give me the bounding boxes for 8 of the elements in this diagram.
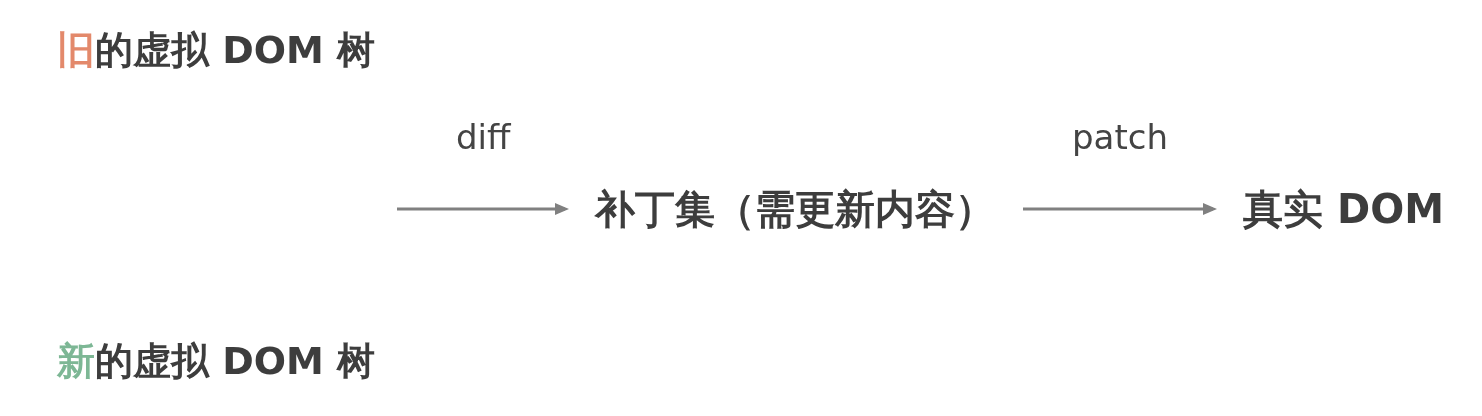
node-text: 真实 DOM [1243,186,1444,232]
arrow [1023,203,1217,215]
edge-label: diff [456,117,511,157]
edge-label: patch [1072,117,1168,157]
heading: 旧的虚拟 DOM 树 [57,29,376,73]
node-text: 补丁集（需更新内容） [595,186,995,232]
arrow [397,203,569,215]
heading: 新的虚拟 DOM 树 [57,340,376,384]
